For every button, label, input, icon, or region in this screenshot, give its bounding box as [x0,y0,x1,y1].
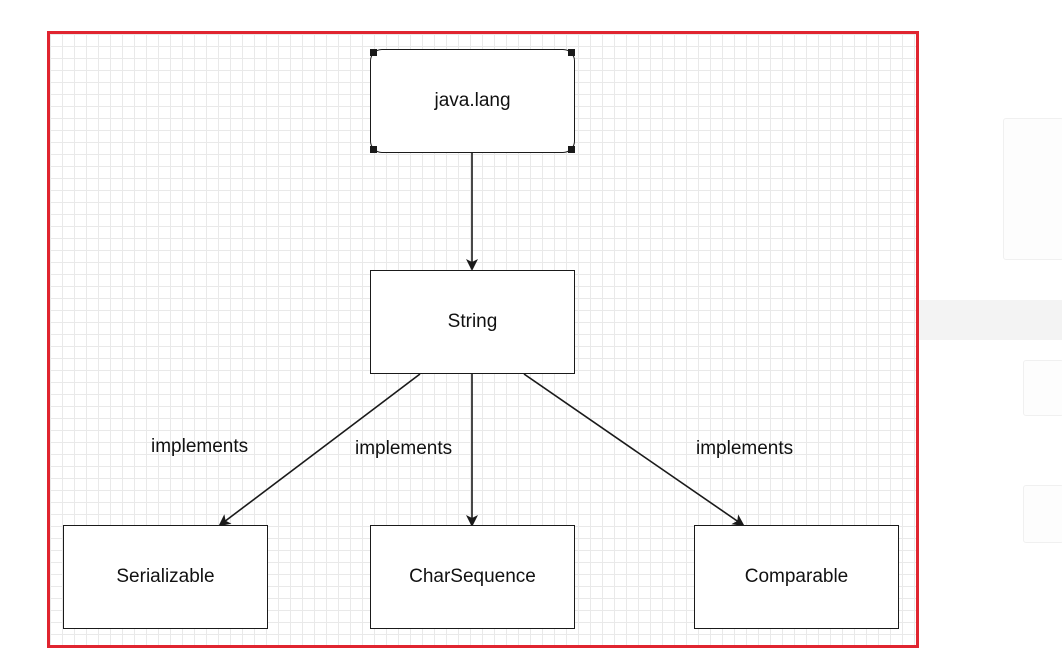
diagram-frame: java.lang String Serializable CharSequen… [47,31,919,648]
edge-label-serializable: implements [151,436,249,457]
node-corner-marker [370,49,377,56]
node-corner-marker [370,146,377,153]
background-panel [1003,118,1062,260]
node-label: Comparable [744,566,849,587]
node-corner-marker [568,146,575,153]
node-corner-marker [568,49,575,56]
diagram-connectors [218,151,745,527]
arrow-string-to-comparable [523,373,745,527]
background-panel [1023,360,1062,416]
java-lang-node[interactable]: java.lang [370,49,575,153]
arrow-string-to-serializable [218,373,421,527]
string-node[interactable]: String [370,270,575,374]
node-label: CharSequence [409,566,536,587]
edge-label-comparable: implements [696,438,794,459]
background-fragment [0,256,5,277]
background-band [918,300,1062,340]
node-label: Serializable [116,566,215,587]
comparable-node[interactable]: Comparable [694,525,899,629]
edge-label-charsequence: implements [355,438,453,459]
serializable-node[interactable]: Serializable [63,525,268,629]
background-panel [1023,485,1062,543]
charsequence-node[interactable]: CharSequence [370,525,575,629]
node-label: String [447,311,498,332]
node-label: java.lang [434,90,511,111]
